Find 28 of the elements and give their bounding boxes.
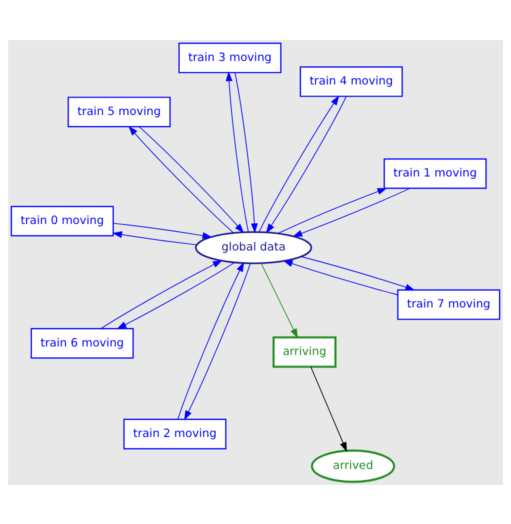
node-box: arriving: [272, 336, 336, 368]
node-box: train 7 moving: [397, 288, 500, 320]
node-box: train 5 moving: [68, 96, 171, 127]
arrow: [266, 96, 347, 233]
node-box: train 0 moving: [10, 205, 114, 236]
arrow: [112, 230, 198, 245]
arrow: [128, 125, 234, 233]
node-box: train 4 moving: [300, 66, 403, 96]
arrow: [100, 260, 223, 328]
arrow: [277, 187, 388, 234]
node-box: train 6 moving: [30, 328, 134, 358]
arrow: [177, 261, 244, 420]
arrow: [234, 72, 258, 233]
arrow: [310, 366, 347, 452]
node-box: train 2 moving: [123, 418, 226, 449]
node-box: train 1 moving: [384, 158, 487, 188]
arrow: [184, 262, 251, 420]
arrow: [292, 187, 410, 236]
arrow: [112, 222, 212, 238]
arrow: [258, 94, 340, 232]
arrow: [226, 70, 249, 232]
arrow: [260, 262, 298, 338]
arrow: [116, 262, 236, 329]
node-box: train 3 moving: [178, 42, 282, 73]
arrow: [300, 256, 416, 290]
arrow: [282, 260, 398, 295]
arrow: [138, 126, 244, 233]
node-ellipse: arrived: [310, 449, 396, 482]
